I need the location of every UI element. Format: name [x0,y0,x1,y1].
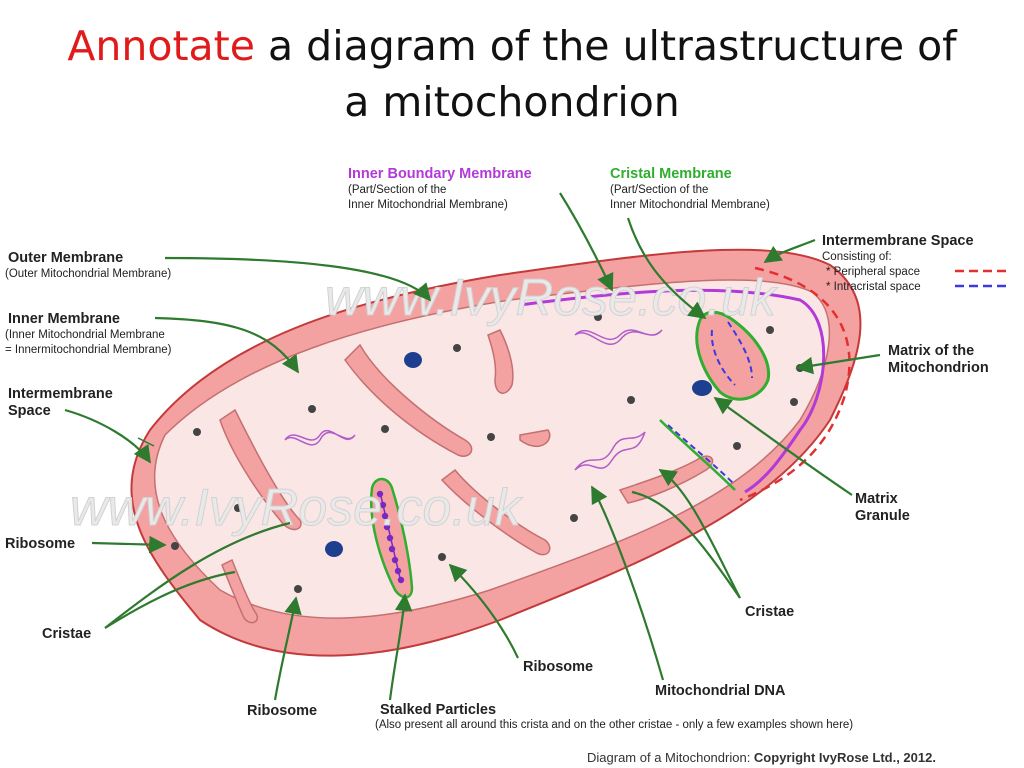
mitochondrial-dna-2 [574,329,663,346]
label-matrix-granule-1: Matrix [855,491,898,507]
crista-6 [221,558,259,624]
label-inner-boundary-sub2: Inner Mitochondrial Membrane) [348,199,508,211]
label-ribosome-left: Ribosome [5,536,75,552]
label-inner-sub2: = Innermitochondrial Membrane) [5,344,172,356]
copyright-bold: Copyright IvyRose Ltd., 2012. [754,750,936,765]
label-outer-membrane: Outer Membrane [8,250,123,266]
annotation-arrows [64,192,881,701]
label-matrix-granule-2: Granule [855,508,910,524]
label-cristae-right: Cristae [745,604,794,620]
label-inner-boundary-sub1: (Part/Section of the [348,184,446,196]
title-rest-line1: a diagram of the ultrastructure of [254,22,957,70]
label-inner-membrane: Inner Membrane [8,311,120,327]
label-stalked-sub1: (Also present all around this crista and… [375,719,853,731]
label-cristal-sub2: Inner Mitochondrial Membrane) [610,199,770,211]
ims-dimension-line [137,437,155,447]
label-intermembrane-space-right: Intermembrane Space [822,233,974,249]
label-inner-boundary-membrane: Inner Boundary Membrane [348,166,532,182]
label-mitochondrial-dna: Mitochondrial DNA [655,683,786,699]
mitochondrial-dna-1 [284,429,356,446]
crista-2 [344,343,473,457]
label-ims-consisting: Consisting of: [822,251,892,263]
intracristal-space-line [710,321,753,386]
watermark-top: www.IvyRose.co.uk [325,269,779,327]
label-peripheral-space: * Peripheral space [826,266,920,278]
crista-5 [519,429,551,447]
crista-1 [219,408,302,531]
label-matrix-2: Mitochondrion [888,360,989,376]
copyright-text: Diagram of a Mitochondrion: Copyright Iv… [587,750,936,765]
inner-boundary-membrane [519,288,826,494]
matrix-granule-2 [325,541,343,557]
label-intermembrane-space-left-1: Intermembrane [8,386,113,402]
label-ribosome-bottom: Ribosome [247,703,317,719]
label-stalked-particles: Stalked Particles [380,702,496,718]
matrix-granule-3 [692,380,712,396]
label-matrix-1: Matrix of the [888,343,974,359]
label-cristal-sub1: (Part/Section of the [610,184,708,196]
page-title: Annotate a diagram of the ultrastructure… [0,18,1024,130]
crista-3 [487,329,514,394]
crista-4 [440,468,551,556]
label-inner-sub1: (Inner Mitochondrial Membrane [5,329,165,341]
copyright-prefix: Diagram of a Mitochondrion: [587,750,754,765]
label-ribosome-mid: Ribosome [523,659,593,675]
label-cristae-left: Cristae [42,626,91,642]
watermark-bottom: www.IvyRose.co.uk [70,479,524,537]
label-intracristal-space: * Intracristal space [826,281,921,293]
label-outer-sub1: (Outer Mitochondrial Membrane) [5,268,171,280]
cristal-membrane-lower [659,419,736,491]
intracristal-space-line-2 [667,424,736,486]
label-intermembrane-space-left-2: Space [8,403,51,419]
title-keyword: Annotate [67,22,255,70]
stalked-particles [376,490,405,584]
label-cristal-membrane: Cristal Membrane [610,166,732,182]
mitochondrial-dna-3 [574,431,646,471]
title-line2: a mitochondrion [344,78,680,126]
ribosomes [171,313,804,593]
matrix-granule-1 [404,352,422,368]
matrix-granules [325,352,712,557]
cristal-membrane [695,310,771,401]
